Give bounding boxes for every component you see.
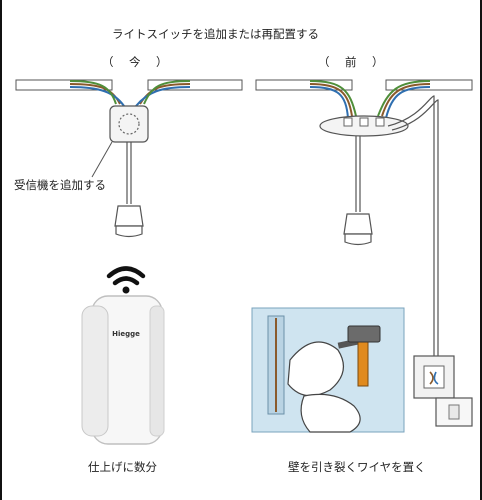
right-border bbox=[480, 0, 482, 500]
receiver-label: 受信機を追加する bbox=[14, 178, 106, 192]
left-caption: 仕上げに数分 bbox=[88, 460, 157, 474]
wall-switch-box bbox=[413, 355, 455, 399]
before-label: （ 前 ） bbox=[318, 55, 386, 69]
left-bulb-socket bbox=[114, 205, 144, 238]
left-border bbox=[0, 0, 2, 500]
ceiling-junction-box bbox=[319, 115, 409, 137]
right-caption: 壁を引き裂くワイヤを置く bbox=[288, 460, 426, 474]
diagram-title: ライトスイッチを追加または再配置する bbox=[112, 27, 319, 41]
wifi-signal-icon bbox=[106, 266, 146, 294]
wall-switch-plate bbox=[435, 397, 473, 427]
right-pendant-cord bbox=[355, 136, 361, 212]
left-ceiling-cable bbox=[15, 79, 243, 107]
left-pendant-cord bbox=[126, 142, 132, 204]
wireless-receiver-device: Hiegge bbox=[81, 295, 165, 445]
wall-cutting-illustration bbox=[251, 307, 405, 433]
device-brand-text: Hiegge bbox=[112, 330, 140, 338]
receiver-module bbox=[109, 105, 149, 143]
right-bulb-socket bbox=[343, 213, 373, 246]
receiver-pointer bbox=[91, 141, 113, 178]
right-ceiling-cable bbox=[255, 79, 473, 119]
switch-leg-wire bbox=[387, 95, 439, 356]
now-label: （ 今 ） bbox=[102, 55, 170, 69]
